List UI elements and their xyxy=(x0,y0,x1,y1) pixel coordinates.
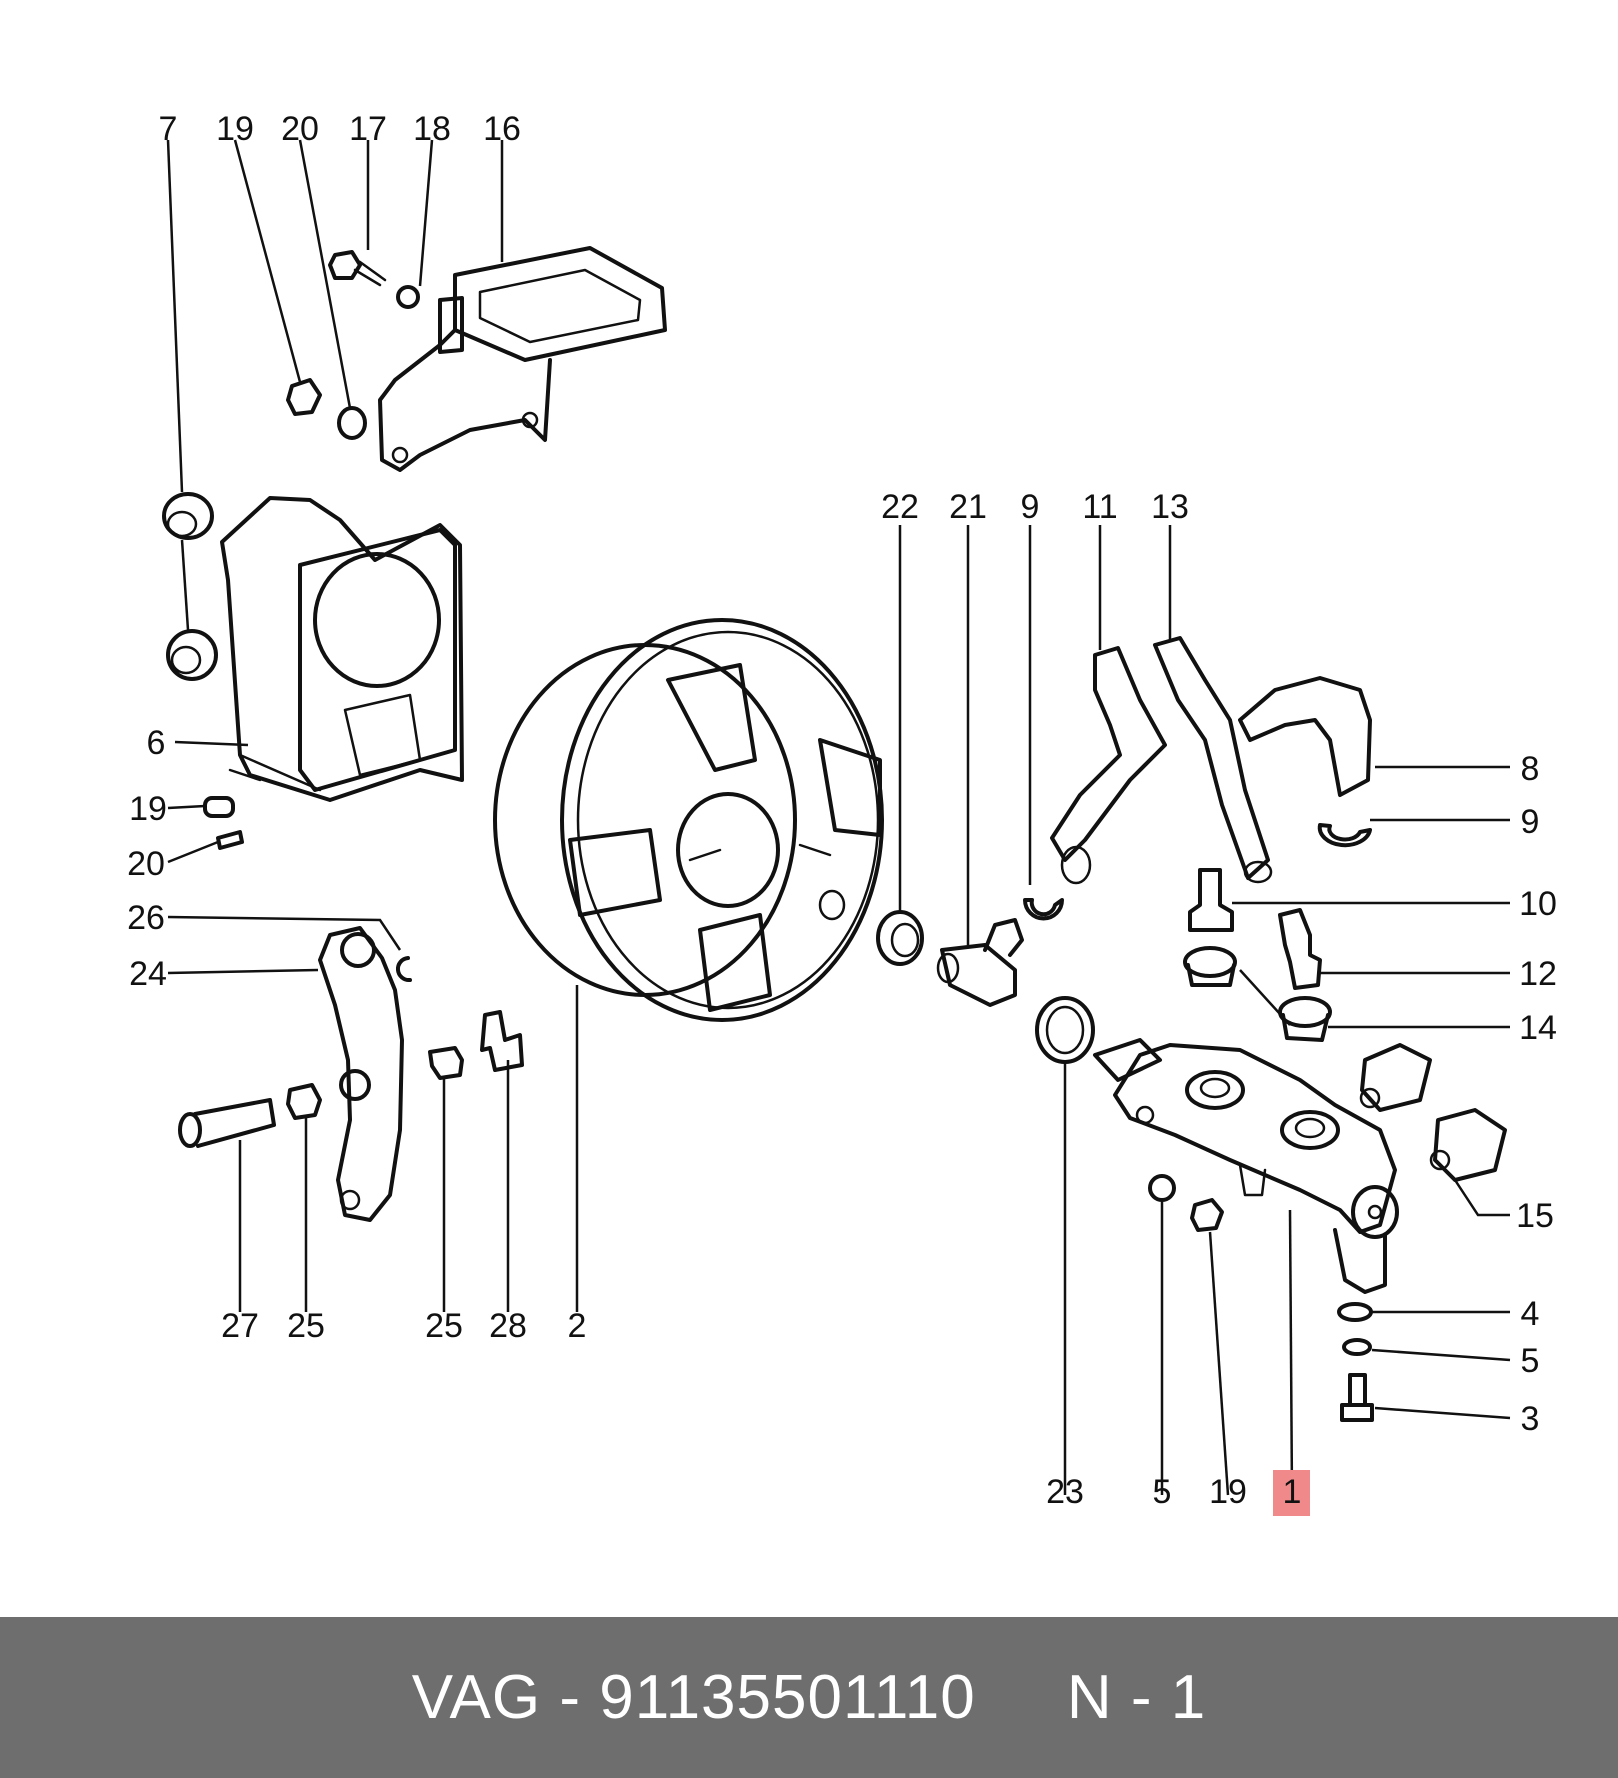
callout-3: 3 xyxy=(1521,1400,1540,1438)
highlight-box xyxy=(1273,1470,1310,1516)
part-6-housing xyxy=(220,496,464,802)
callout-labels: 7 19 20 17 18 16 6 19 20 26 24 27 25 25 … xyxy=(127,110,1557,1511)
callout-9-right: 9 xyxy=(1521,803,1540,841)
part-18-nut xyxy=(396,285,420,309)
part-20-washer-top xyxy=(337,406,367,440)
part-1-master-cylinder xyxy=(1093,1038,1399,1294)
part-28-clip xyxy=(480,1010,524,1072)
parts-diagram: 7 19 20 17 18 16 6 19 20 26 24 27 25 25 … xyxy=(127,110,1557,1516)
callout-13: 13 xyxy=(1151,488,1189,526)
callout-26: 26 xyxy=(127,899,165,937)
callout-18: 18 xyxy=(413,110,451,148)
part-11-hose xyxy=(1050,646,1167,885)
part-22-grommet xyxy=(876,910,924,966)
callout-1-highlighted: 1 xyxy=(1283,1473,1302,1511)
footer-part-number: 91135501110 xyxy=(599,1663,976,1732)
footer-separator: - xyxy=(541,1663,600,1732)
callout-12: 12 xyxy=(1519,955,1557,993)
part-10-nipple xyxy=(1188,868,1234,932)
part-5-spring-washer xyxy=(1342,1338,1372,1356)
callout-16: 16 xyxy=(483,110,521,148)
part-23-seal-ring xyxy=(1035,996,1095,1064)
part-25-bushing-b xyxy=(428,1046,464,1080)
callout-23: 23 xyxy=(1046,1473,1084,1511)
callout-11: 11 xyxy=(1082,488,1117,526)
callout-4: 4 xyxy=(1521,1295,1540,1333)
part-21-elbow xyxy=(936,918,1024,1007)
part-24-lever xyxy=(318,926,404,1222)
part-5-washer-bottom xyxy=(1148,1174,1176,1202)
callout-5-right: 5 xyxy=(1521,1342,1540,1380)
footer-bar: VAG - 91135501110 N - 1 xyxy=(0,1617,1618,1778)
callout-6: 6 xyxy=(147,724,166,762)
callout-19-top: 19 xyxy=(216,110,254,148)
part-3-bolt xyxy=(1340,1373,1374,1422)
callout-19-bottom: 19 xyxy=(1209,1473,1247,1511)
part-19-nut-bottom xyxy=(1190,1198,1224,1232)
callout-22: 22 xyxy=(881,488,919,526)
callout-10: 10 xyxy=(1519,885,1557,923)
footer-brand: VAG xyxy=(411,1663,542,1732)
part-19-nut-top xyxy=(286,378,322,416)
footer-part-info: VAG - 91135501110 N - 1 xyxy=(412,1662,1206,1733)
footer-qty: N - 1 xyxy=(1066,1663,1207,1732)
part-13-hose xyxy=(1153,636,1273,884)
callout-20-top: 20 xyxy=(281,110,319,148)
callout-15: 15 xyxy=(1516,1197,1554,1235)
part-8-elbow-hose xyxy=(1238,676,1372,797)
part-14-grommets xyxy=(1183,946,1332,1042)
part-16-bracket xyxy=(378,246,667,472)
part-27-bolt xyxy=(178,1098,276,1148)
exploded-view-drawing: 7 19 20 17 18 16 6 19 20 26 24 27 25 25 … xyxy=(127,110,1557,1516)
part-4-washer xyxy=(1337,1302,1373,1322)
part-7-caps xyxy=(162,492,218,681)
leader-lines xyxy=(166,139,1511,1496)
part-15-switches xyxy=(1359,1043,1507,1182)
callout-27: 27 xyxy=(221,1307,259,1345)
callout-14: 14 xyxy=(1519,1009,1557,1047)
callout-25-b: 25 xyxy=(425,1307,463,1345)
part-9-clamp-right xyxy=(1317,823,1372,848)
callout-9-top: 9 xyxy=(1021,488,1040,526)
callout-17: 17 xyxy=(349,110,387,148)
callout-28: 28 xyxy=(489,1307,527,1345)
callout-25-a: 25 xyxy=(287,1307,325,1345)
part-17-bolt xyxy=(328,250,387,287)
callout-19-left: 19 xyxy=(129,790,167,828)
callout-8: 8 xyxy=(1521,750,1540,788)
part-12-angled-nipple xyxy=(1278,908,1322,990)
callout-7-top: 7 xyxy=(159,110,178,148)
callout-5-bottom: 5 xyxy=(1153,1473,1172,1511)
part-26-clip xyxy=(395,956,412,983)
callout-2: 2 xyxy=(568,1307,587,1345)
part-25-bushing-a xyxy=(286,1083,322,1120)
part-2-brake-booster xyxy=(493,618,884,1022)
callout-21: 21 xyxy=(949,488,987,526)
callout-24: 24 xyxy=(129,955,167,993)
part-20-pin-left xyxy=(216,830,244,850)
callout-20-left: 20 xyxy=(127,845,165,883)
part-19-bushing-left xyxy=(203,796,235,818)
part-9-clamp-center xyxy=(1023,898,1064,921)
footer-gap xyxy=(976,1663,1067,1732)
